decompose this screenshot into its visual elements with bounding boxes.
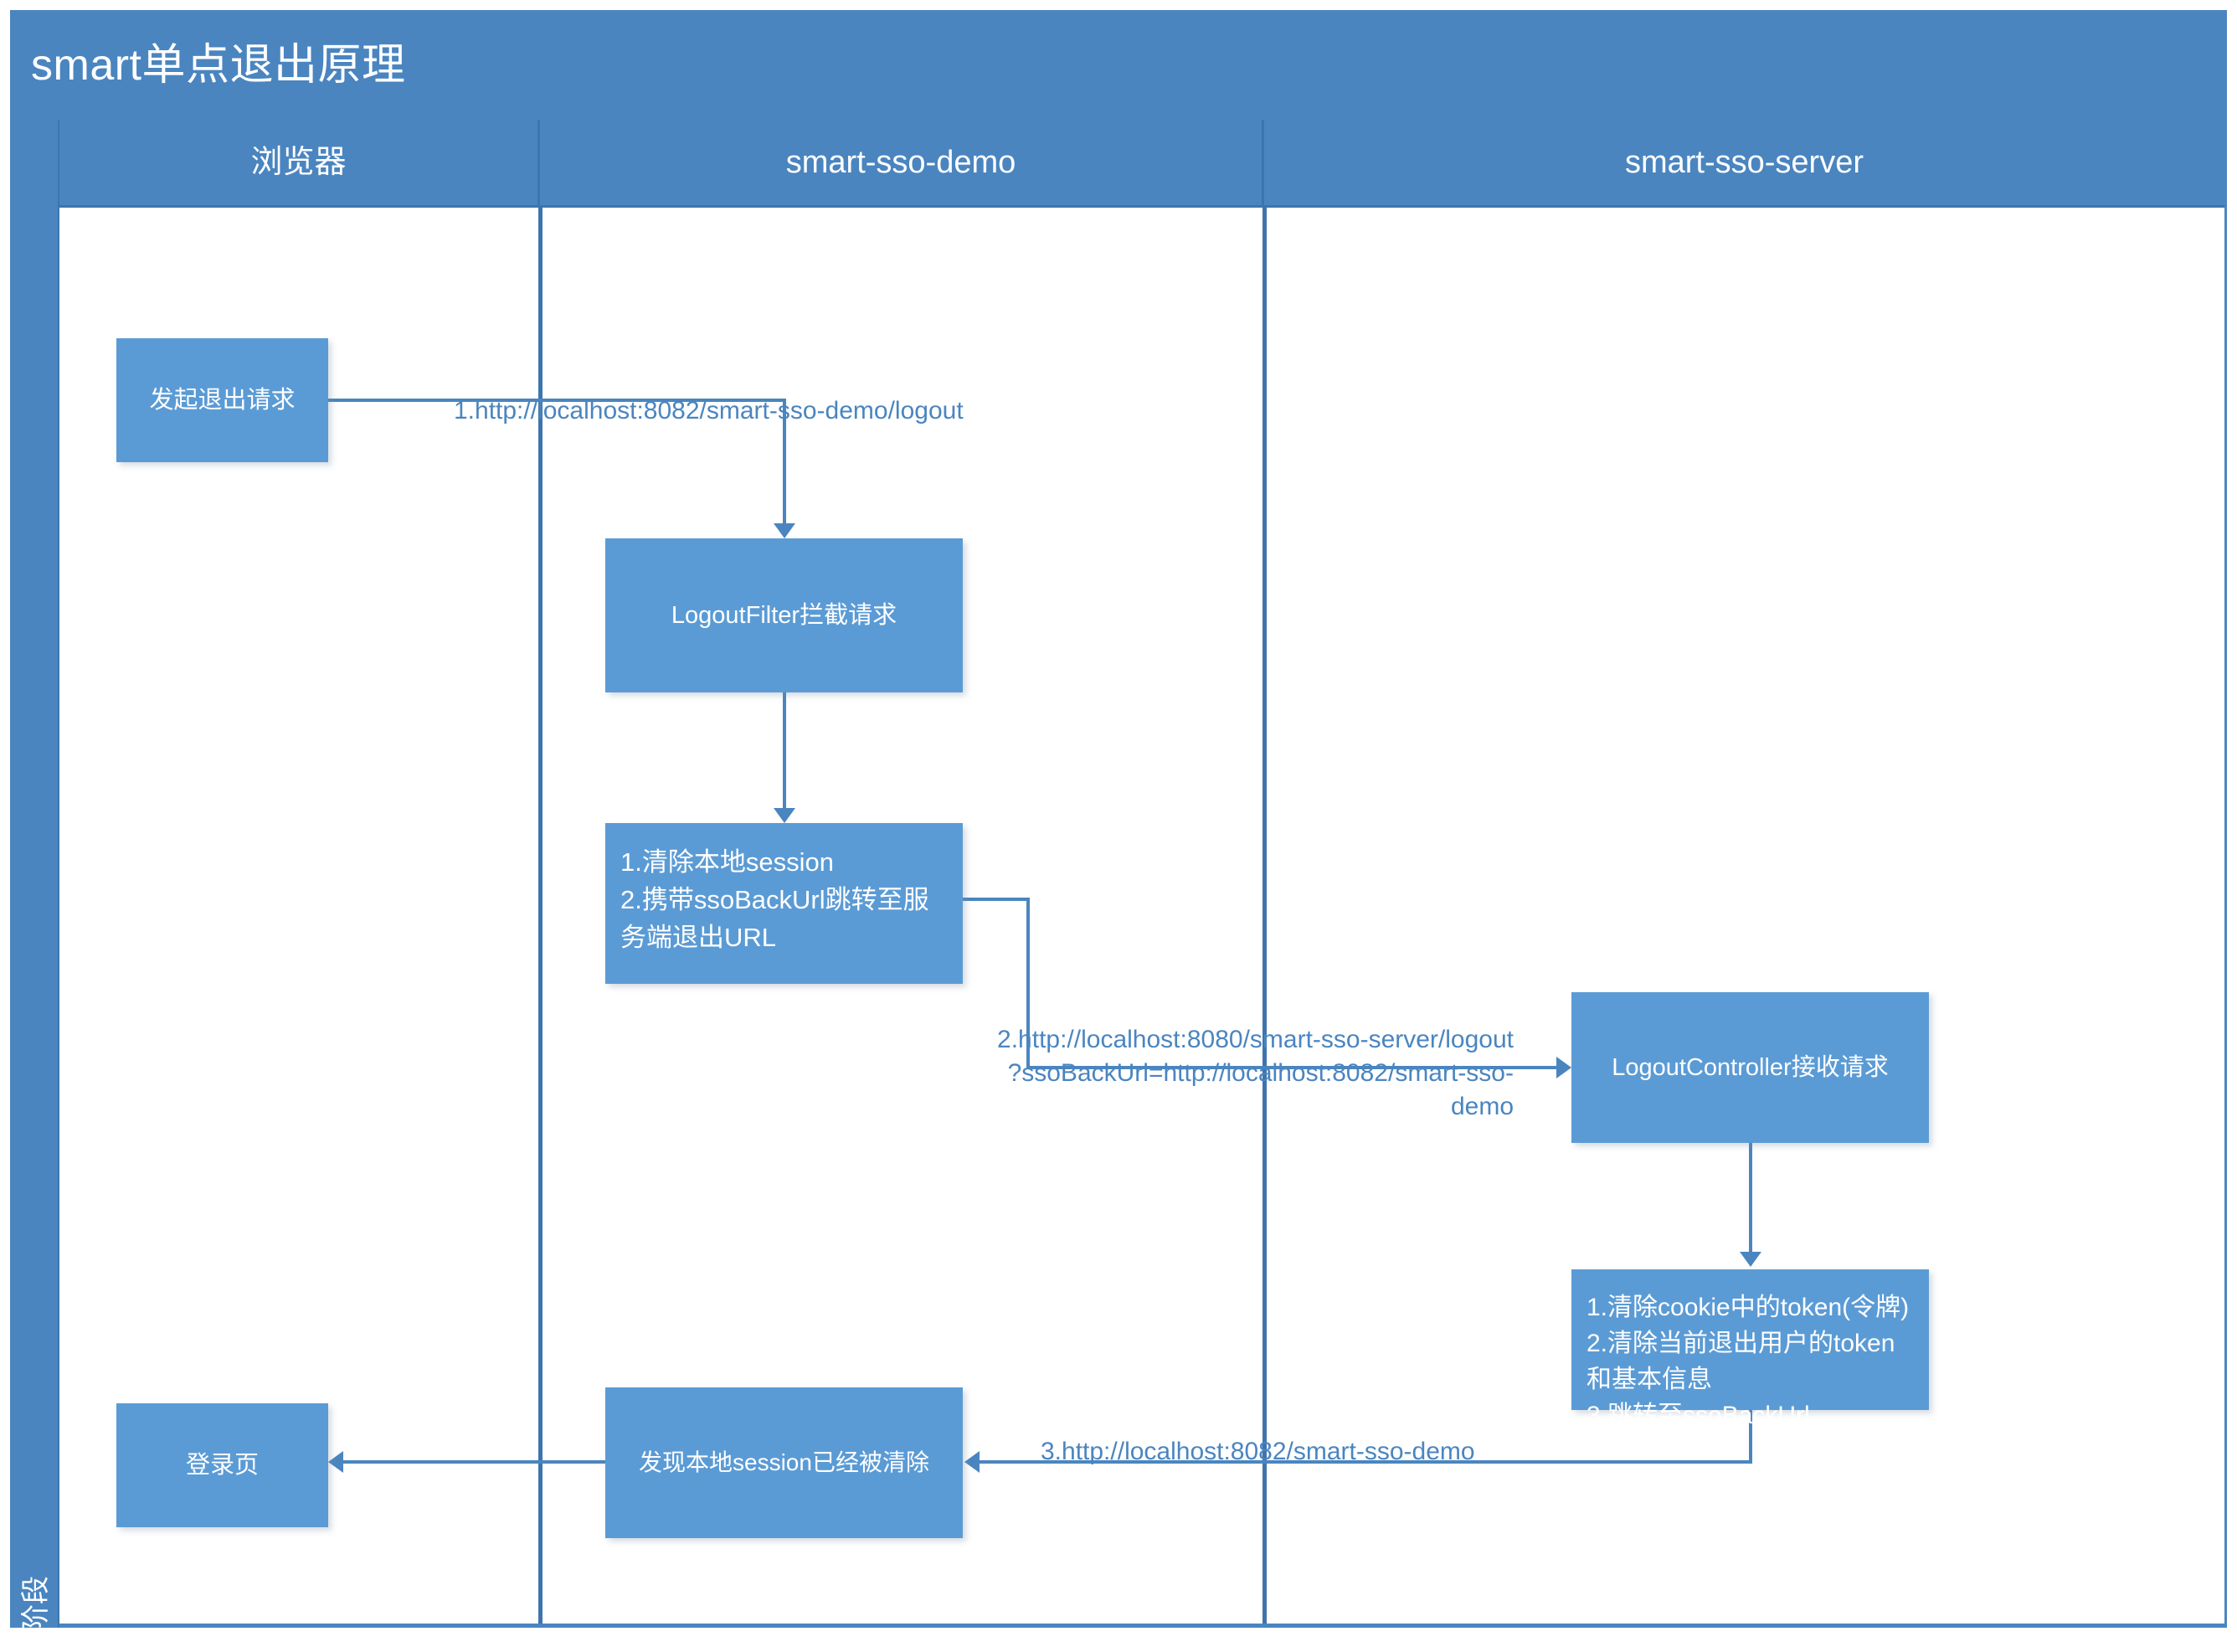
edge-2-label: 2.http://localhost:8080/smart-sso-server… bbox=[997, 1026, 1514, 1120]
edge-4-segment-v bbox=[783, 692, 786, 810]
page-title: smart单点退出原理 bbox=[31, 41, 406, 90]
node-label: 发现本地session已经被清除 bbox=[639, 1449, 929, 1475]
node-logout-controller[interactable]: LogoutController接收请求 bbox=[1571, 992, 1929, 1143]
node-clear-token[interactable]: 1.清除cookie中的token(令牌) 2.清除当前退出用户的token和基… bbox=[1571, 1269, 1929, 1429]
node-label: 发起退出请求 bbox=[149, 387, 296, 414]
edge-4-arrowhead bbox=[774, 808, 795, 823]
edge-6-segment-h bbox=[343, 1460, 605, 1464]
node-logout-filter[interactable]: LogoutFilter拦截请求 bbox=[605, 538, 963, 692]
edge-1-arrowhead bbox=[774, 523, 795, 538]
lane-divider-2 bbox=[1262, 208, 1267, 1628]
node-label: LogoutFilter拦截请求 bbox=[671, 602, 897, 629]
lane-header-label: smart-sso-server bbox=[1624, 145, 1864, 180]
edge-1-segment-v bbox=[783, 399, 786, 524]
lane-divider-1 bbox=[538, 208, 543, 1628]
edge-2-arrowhead bbox=[1556, 1057, 1571, 1078]
edge-3-arrowhead bbox=[964, 1451, 980, 1473]
edge-2-segment-v bbox=[1026, 898, 1030, 1069]
lane-bottom-rule bbox=[59, 1624, 2224, 1628]
node-label: 登录页 bbox=[185, 1452, 259, 1479]
edge-3-segment-h bbox=[980, 1460, 1751, 1464]
edge-3-label: 3.http://localhost:8082/smart-sso-demo bbox=[1041, 1438, 1475, 1465]
lane-header-label: smart-sso-demo bbox=[785, 145, 1016, 180]
edge-1-segment-h bbox=[328, 399, 784, 402]
edge-1-label: 1.http://localhost:8082/smart-sso-demo/l… bbox=[454, 397, 964, 425]
lane-header-label: 浏览器 bbox=[250, 145, 347, 180]
edge-2-segment-h1 bbox=[963, 898, 1030, 901]
lane-header-sso-server: smart-sso-server bbox=[1264, 120, 2224, 208]
edge-5-arrowhead bbox=[1740, 1252, 1761, 1267]
node-login-page[interactable]: 登录页 bbox=[116, 1403, 328, 1527]
node-logout-request[interactable]: 发起退出请求 bbox=[116, 338, 328, 462]
node-label: 1.清除cookie中的token(令牌) 2.清除当前退出用户的token和基… bbox=[1586, 1294, 1910, 1429]
edge-6-arrowhead bbox=[328, 1451, 343, 1473]
phase-band: 阶段 bbox=[13, 120, 59, 1633]
node-clear-session[interactable]: 1.清除本地session 2.携带ssoBackUrl跳转至服务端退出URL bbox=[605, 823, 963, 984]
edge-5-segment-v bbox=[1749, 1143, 1752, 1253]
lane-header-sso-demo: smart-sso-demo bbox=[540, 120, 1264, 208]
edge-2-segment-h2 bbox=[1026, 1066, 1558, 1069]
node-label: 1.清除本地session 2.携带ssoBackUrl跳转至服务端退出URL bbox=[620, 847, 929, 952]
node-found-session-cleared[interactable]: 发现本地session已经被清除 bbox=[605, 1387, 963, 1538]
phase-label: 阶段 bbox=[20, 1576, 52, 1633]
title-band: smart单点退出原理 bbox=[13, 13, 2224, 120]
lane-header-browser: 浏览器 bbox=[59, 120, 540, 208]
node-label: LogoutController接收请求 bbox=[1612, 1054, 1889, 1081]
edge-3-segment-v bbox=[1749, 1410, 1752, 1464]
